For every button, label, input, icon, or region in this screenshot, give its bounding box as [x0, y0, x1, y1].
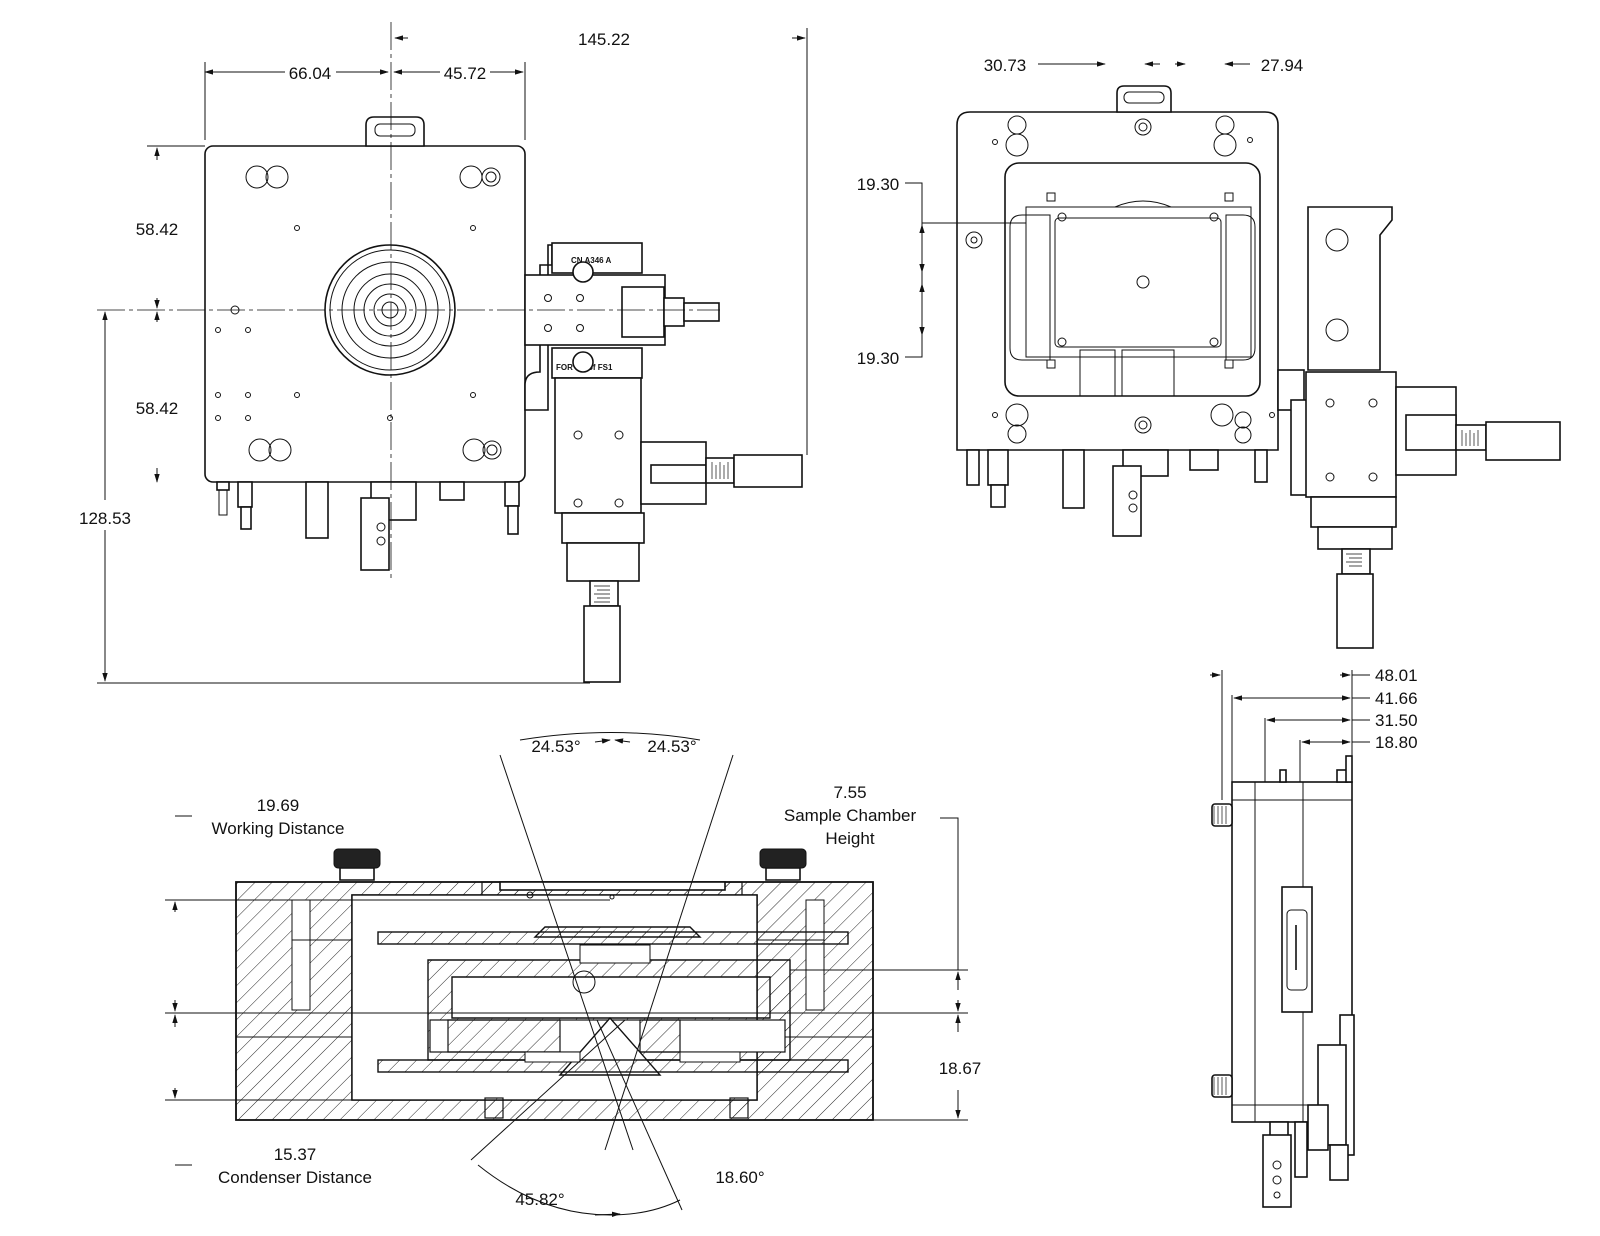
front-dim-overall-width: 145.22 [578, 30, 630, 49]
front-dim-top-left: 66.04 [289, 64, 332, 83]
section-view: 24.53° 24.53° 45.82° 18.60° 19.69 Workin… [165, 732, 982, 1218]
tr-inner-window [1004, 162, 1261, 397]
top-right-view: 30.73 27.94 19.30 19.30 [857, 56, 1561, 649]
section-chamber-height-label-2: Height [825, 829, 874, 848]
section-working-distance-value: 19.69 [257, 796, 300, 815]
section-dim-right-height: 18.67 [939, 1059, 982, 1078]
tr-dim-lower: 19.30 [857, 349, 900, 368]
tr-dim-right: 27.94 [1261, 56, 1304, 75]
section-knob-right [759, 848, 807, 869]
side-view: 48.01 41.66 31.50 18.80 [1210, 666, 1418, 1208]
side-dim-3: 31.50 [1375, 711, 1418, 730]
tr-stage-block [1305, 371, 1397, 498]
section-condenser-distance-value: 15.37 [274, 1145, 317, 1164]
tr-dim-left: 30.73 [984, 56, 1027, 75]
front-main-plate [204, 145, 526, 483]
section-knob-left [333, 848, 381, 869]
section-condenser-distance-label: Condenser Distance [218, 1168, 372, 1187]
section-chamber-height-label-1: Sample Chamber [784, 806, 917, 825]
section-angle-left: 24.53° [531, 737, 580, 756]
front-view: CN A346 A FOR TH of FS1 6 [79, 22, 808, 684]
tr-micrometer-right [1485, 421, 1561, 461]
front-dim-top-right: 45.72 [444, 64, 487, 83]
side-dim-4: 18.80 [1375, 733, 1418, 752]
side-dim-1: 48.01 [1375, 666, 1418, 685]
front-bottom-knob [360, 497, 390, 571]
front-micrometer-bottom [583, 605, 621, 683]
section-angle-right: 24.53° [647, 737, 696, 756]
front-dim-lower-height: 58.42 [136, 399, 179, 418]
front-label-top: CN A346 A [571, 256, 612, 265]
front-micrometer-right [733, 454, 803, 488]
tr-micrometer-bottom [1336, 573, 1374, 649]
front-dim-upper-height: 58.42 [136, 220, 179, 239]
front-dim-overall-height: 128.53 [79, 509, 131, 528]
section-working-distance-label: Working Distance [212, 819, 345, 838]
section-angle-bottom-left: 45.82° [515, 1190, 564, 1209]
tr-dim-upper: 19.30 [857, 175, 900, 194]
section-chamber-height-value: 7.55 [833, 783, 866, 802]
side-dim-2: 41.66 [1375, 689, 1418, 708]
tr-sample-plate [1054, 217, 1222, 348]
section-angle-bottom-right: 18.60° [715, 1168, 764, 1187]
